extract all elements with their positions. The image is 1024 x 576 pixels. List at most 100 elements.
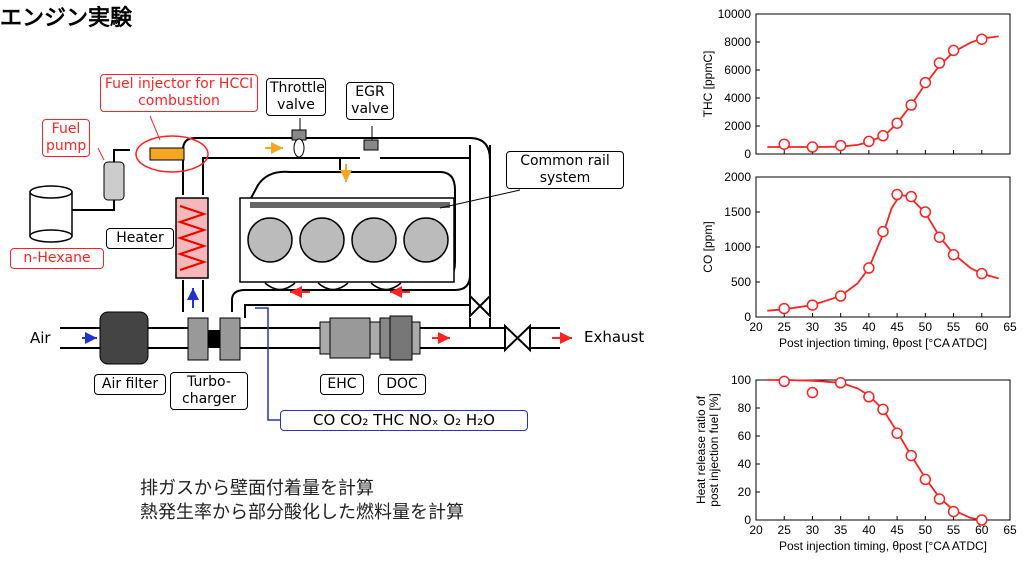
x-tick-label: 45 xyxy=(890,320,904,334)
egr-valve xyxy=(363,139,379,151)
note-line-2: 熱発生率から部分酸化した燃料量を計算 xyxy=(140,502,464,523)
y-tick-label: 1500 xyxy=(724,205,751,219)
x-tick-label: 60 xyxy=(975,320,989,334)
y-tick-label: 500 xyxy=(731,275,751,289)
y-axis-label: THC [ppmC] xyxy=(701,51,715,118)
x-tick-label: 25 xyxy=(778,320,792,334)
n-hexane-tank xyxy=(29,185,73,243)
data-point xyxy=(877,130,889,142)
y-tick-label: 2000 xyxy=(724,170,751,184)
x-tick-label: 20 xyxy=(749,523,763,537)
data-point xyxy=(778,302,790,315)
data-point xyxy=(778,138,790,150)
data-point xyxy=(919,76,932,89)
exhaust-valve xyxy=(504,323,531,353)
data-point xyxy=(877,403,889,416)
y-axis-label: CO [ppm] xyxy=(701,221,715,272)
series-line xyxy=(767,194,999,312)
heater-coil xyxy=(176,205,208,271)
data-point xyxy=(933,57,946,69)
y-tick-label: 80 xyxy=(738,401,752,415)
data-point xyxy=(863,391,875,403)
egr-pipe xyxy=(469,145,491,328)
x-tick-label: 45 xyxy=(890,523,904,537)
n-hexane-label: n-Hexane xyxy=(10,248,104,269)
data-point xyxy=(947,505,960,518)
chart-frame xyxy=(755,379,1011,521)
gas-analysis-label: CO CO₂ THC NOₓ O₂ H₂O xyxy=(280,410,528,431)
data-point xyxy=(933,231,946,243)
exhaust-label: Exhaust xyxy=(584,328,645,346)
x-tick-label: 40 xyxy=(862,320,876,334)
x-tick-label: 35 xyxy=(834,320,848,334)
chart-frame xyxy=(755,176,1011,318)
air-filter-label: Air filter xyxy=(94,374,166,395)
x-tick-label: 30 xyxy=(806,523,820,537)
y-tick-label: 60 xyxy=(738,429,752,443)
y-tick-label: 100 xyxy=(731,373,751,387)
data-point xyxy=(863,262,875,274)
x-axis-label: Post injection timing, θpost [°CA ATDC] xyxy=(779,539,987,553)
x-tick-label: 65 xyxy=(1003,523,1017,537)
y-tick-label: 0 xyxy=(744,310,751,324)
y-tick-label: 0 xyxy=(744,513,751,527)
y-tick-label: 4000 xyxy=(724,91,751,105)
data-point xyxy=(905,449,917,462)
y-tick-label: 2000 xyxy=(724,119,751,133)
x-tick-label: 60 xyxy=(975,523,989,537)
egr-valve-label: EGR valve xyxy=(346,82,394,120)
data-point xyxy=(947,248,960,261)
fuel-pump-label: Fuel pump xyxy=(42,119,90,157)
data-point xyxy=(806,299,819,311)
y-tick-label: 1000 xyxy=(724,240,751,254)
common-rail-label: Common rail system xyxy=(506,151,624,189)
ehc-doc xyxy=(319,315,421,361)
x-tick-label: 50 xyxy=(919,320,933,334)
y-axis-label: Heat release ratio of xyxy=(694,395,708,504)
data-point xyxy=(778,375,790,388)
turbocharger-label: Turbo-charger xyxy=(170,372,248,410)
note-line-1: 排ガスから壁面付着量を計算 xyxy=(140,478,374,499)
data-point xyxy=(905,190,917,203)
data-point xyxy=(877,225,889,238)
throttle-valve-label: Throttle valve xyxy=(266,78,326,116)
x-tick-label: 55 xyxy=(947,523,961,537)
fuel-injector xyxy=(149,147,185,161)
data-point xyxy=(834,139,847,152)
y-tick-label: 6000 xyxy=(724,63,751,77)
air-label: Air xyxy=(30,329,51,347)
data-point xyxy=(806,141,819,153)
data-point xyxy=(976,514,988,526)
x-tick-label: 55 xyxy=(947,320,961,334)
ehc-label: EHC xyxy=(320,374,364,395)
data-point xyxy=(834,290,847,302)
x-tick-label: 35 xyxy=(834,523,848,537)
data-point xyxy=(919,473,932,486)
engine-block xyxy=(231,170,471,318)
y-tick-label: 0 xyxy=(744,147,751,161)
x-tick-label: 65 xyxy=(1003,320,1017,334)
data-point xyxy=(919,206,932,218)
x-tick-label: 30 xyxy=(806,320,820,334)
data-point xyxy=(933,493,946,505)
data-point xyxy=(834,377,847,389)
data-point xyxy=(806,386,819,399)
fuel-injector-label: Fuel injector for HCCI combustion xyxy=(100,74,258,112)
data-point xyxy=(891,117,903,129)
y-tick-label: 40 xyxy=(738,457,752,471)
turbo-turbine xyxy=(219,317,241,361)
x-tick-label: 40 xyxy=(862,523,876,537)
air-filter xyxy=(99,311,149,365)
doc-label: DOC xyxy=(378,374,426,395)
data-point xyxy=(905,99,917,111)
chart-frame xyxy=(755,13,1011,155)
x-axis-label: Post injection timing, θpost [°CA ATDC] xyxy=(779,336,987,350)
data-point xyxy=(947,44,960,57)
data-point xyxy=(976,267,988,280)
y-tick-label: 10000 xyxy=(718,7,752,21)
x-tick-label: 25 xyxy=(778,523,792,537)
data-point xyxy=(976,33,988,45)
page-title: エンジン実験 xyxy=(0,6,133,31)
